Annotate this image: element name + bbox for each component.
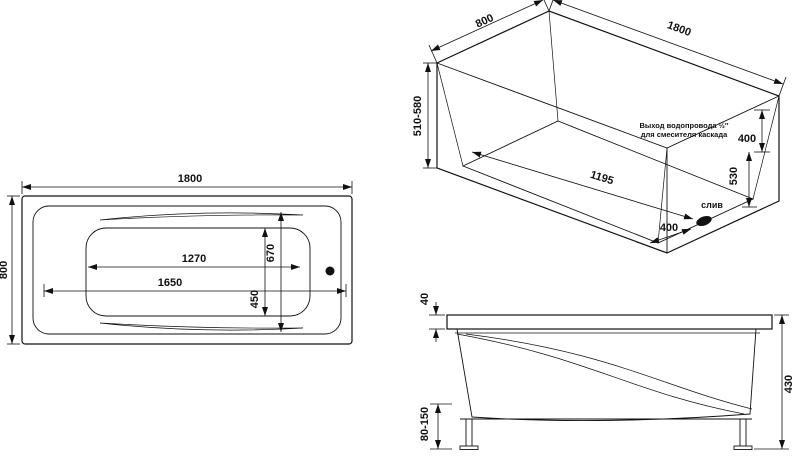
top-view: 1800 800 1270 1650 670 450 bbox=[0, 173, 353, 345]
tub-slope-bottom bbox=[99, 322, 304, 331]
side-view: 40 430 80-150 bbox=[419, 293, 795, 450]
dim-line-iso-width bbox=[430, 0, 544, 52]
dim-ext bbox=[778, 76, 787, 97]
iso-box-outline bbox=[436, 10, 780, 254]
rim-length-label: 1650 bbox=[158, 277, 182, 289]
iso-wall-edge bbox=[752, 95, 780, 200]
side-feet-range-label: 80-150 bbox=[419, 407, 431, 441]
dim-ext bbox=[548, 0, 554, 12]
frame-foot bbox=[459, 445, 479, 450]
side-rim-height-label: 40 bbox=[419, 293, 431, 305]
dim-line-floor-diagonal bbox=[471, 151, 694, 220]
rim-width-label: 670 bbox=[265, 244, 277, 262]
iso-length-label: 1800 bbox=[665, 19, 692, 39]
side-rim-outline bbox=[446, 314, 773, 330]
water-outlet-note-line2: для смесителя каскада bbox=[641, 130, 728, 139]
tub-rim-outline bbox=[32, 205, 342, 335]
drain-label: слив bbox=[701, 200, 723, 210]
iso-floor-diagonal-label: 1195 bbox=[589, 169, 615, 187]
iso-depth-label: 530 bbox=[728, 167, 740, 185]
dim-ext bbox=[543, 0, 550, 12]
dim-ext bbox=[428, 44, 438, 64]
dim-line-drain-offset bbox=[649, 228, 692, 244]
dim-line-iso-length bbox=[552, 0, 784, 85]
tub-outer-outline bbox=[21, 195, 353, 345]
floor-length-label: 1270 bbox=[182, 253, 206, 265]
iso-height-label: 510-580 bbox=[412, 96, 424, 136]
side-body-outline bbox=[456, 328, 757, 422]
top-length-label: 1800 bbox=[178, 173, 202, 185]
side-interior-curve-1 bbox=[465, 333, 753, 410]
iso-view: 800 1800 510-580 400 530 1195 слив 400 В… bbox=[412, 0, 787, 254]
drain-icon bbox=[696, 215, 712, 227]
frame-foot bbox=[733, 445, 753, 450]
iso-wall-edge bbox=[436, 62, 464, 167]
iso-upper-offset-label: 400 bbox=[738, 133, 756, 145]
side-total-height-label: 430 bbox=[783, 375, 795, 393]
iso-drain-offset-label: 400 bbox=[660, 222, 678, 234]
iso-rim-front-edges bbox=[436, 62, 780, 149]
tub-slope-top bbox=[99, 212, 304, 221]
floor-width-label: 450 bbox=[249, 290, 261, 308]
tub-floor-outline bbox=[85, 227, 311, 317]
drain-icon bbox=[325, 266, 335, 276]
top-width-label: 800 bbox=[0, 261, 10, 279]
iso-width-label: 800 bbox=[474, 12, 496, 31]
water-outlet-note-line1: Выход водопровода ½″ bbox=[639, 121, 728, 130]
side-interior-curve-2 bbox=[456, 333, 745, 415]
